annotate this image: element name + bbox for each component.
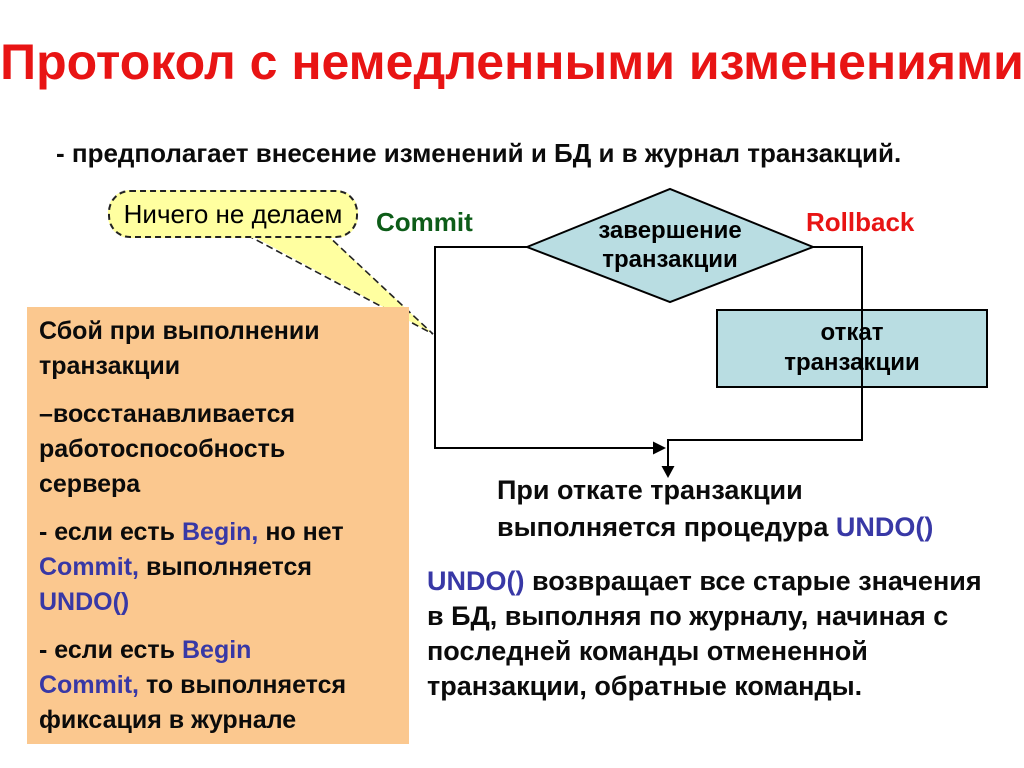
case1-keyword-undo: UNDO() [39,588,130,616]
slide-subtitle: - предполагает внесение изменений и БД и… [56,138,902,168]
case1-keyword-commit: Commit, [39,553,139,581]
case1-keyword-begin: Begin, [181,518,259,546]
case1-text: выполняется [145,553,312,581]
rollback-label: Rollback [806,207,915,237]
decision-diamond-label: завершение транзакции [598,217,742,273]
commit-label: Commit [376,207,473,237]
case2-keyword-begin-commit: Begin Commit, [39,636,252,699]
undo-note-text: При откате транзакции выполняется процед… [497,475,829,542]
rollback-rect-label: откат транзакции [784,319,920,376]
undo-desc-keyword-undo: UNDO() [427,566,525,596]
undo-desc-text: возвращает все старые значения в БД, вып… [427,566,982,701]
failure-box-heading: Сбой при выполнении транзакции [39,317,320,380]
failure-case-2: - если есть Begin Commit, то выполняется… [39,633,401,738]
case1-text: - если есть [39,518,182,546]
slide-title: Протокол с немедленными изменениями [0,34,1024,90]
case2-text: - если есть [39,636,182,664]
failure-case-1: - если есть Begin, но нет Commit, выполн… [39,515,401,620]
failure-box: Сбой при выполнении транзакции –восстана… [27,307,409,744]
arrow-right-marker [653,441,666,455]
callout-bubble: Ничего не делаем [108,190,358,238]
undo-note: При откате транзакции выполняется процед… [497,472,1017,546]
commit-path-line [434,246,657,449]
undo-description: UNDO() возвращает все старые значения в … [427,564,1024,704]
undo-note-keyword-undo: UNDO() [835,512,934,542]
case1-text: но нет [265,518,344,546]
callout-text: Ничего не делаем [123,198,343,229]
failure-recovery-text: –восстанавливается работоспособность сер… [39,400,296,498]
case2-text: то выполняется фиксация в журнале [39,671,347,734]
